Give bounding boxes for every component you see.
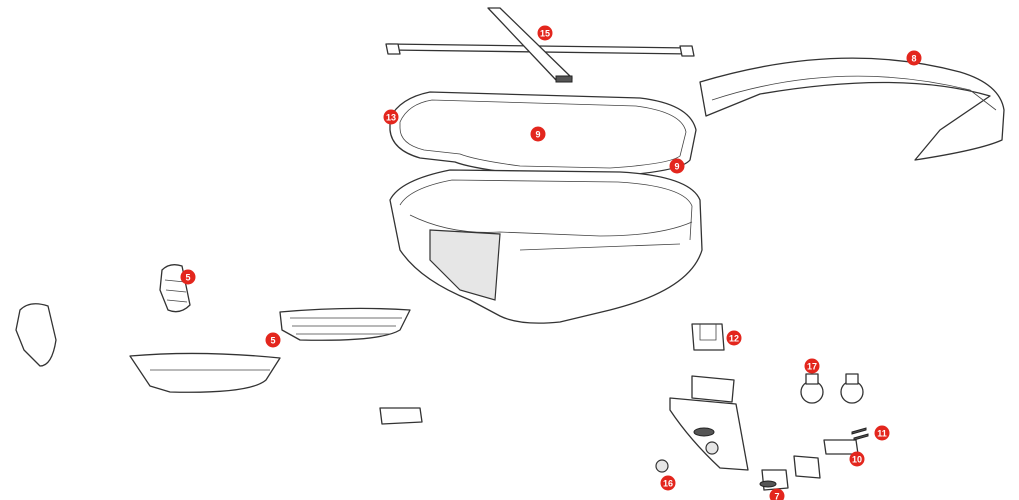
- callout-9b: 9: [669, 158, 685, 174]
- part-12-bracket: [691, 323, 725, 351]
- bottom-trim-piece: [129, 352, 281, 393]
- callout-8: 8: [906, 50, 922, 66]
- callout-10: 10: [849, 451, 865, 467]
- callout-12: 12: [726, 330, 742, 346]
- part-10-latch: [793, 439, 859, 479]
- part-11-springs: [851, 427, 869, 441]
- callout-5a: 5: [180, 269, 196, 285]
- part-17-lock-cylinders: [800, 373, 864, 404]
- lock-panel: [669, 375, 749, 471]
- callout-13: 13: [383, 109, 399, 125]
- small-clip: [379, 407, 423, 425]
- callout-5b: 5: [265, 332, 281, 348]
- part-8-rear-trim: [699, 57, 1005, 161]
- part-16-knob: [655, 459, 669, 473]
- callout-7: 7: [769, 488, 785, 500]
- part-7-lock-housing: [759, 469, 789, 491]
- callout-15: 15: [537, 25, 553, 41]
- part-15-support-strap: [385, 7, 695, 83]
- callout-16: 16: [660, 475, 676, 491]
- callout-11: 11: [874, 425, 890, 441]
- callout-9a: 9: [530, 126, 546, 142]
- case-body: [389, 169, 703, 324]
- side-corner-piece: [15, 303, 57, 367]
- callout-17: 17: [804, 358, 820, 374]
- part-5-rear-reflector: [279, 307, 411, 341]
